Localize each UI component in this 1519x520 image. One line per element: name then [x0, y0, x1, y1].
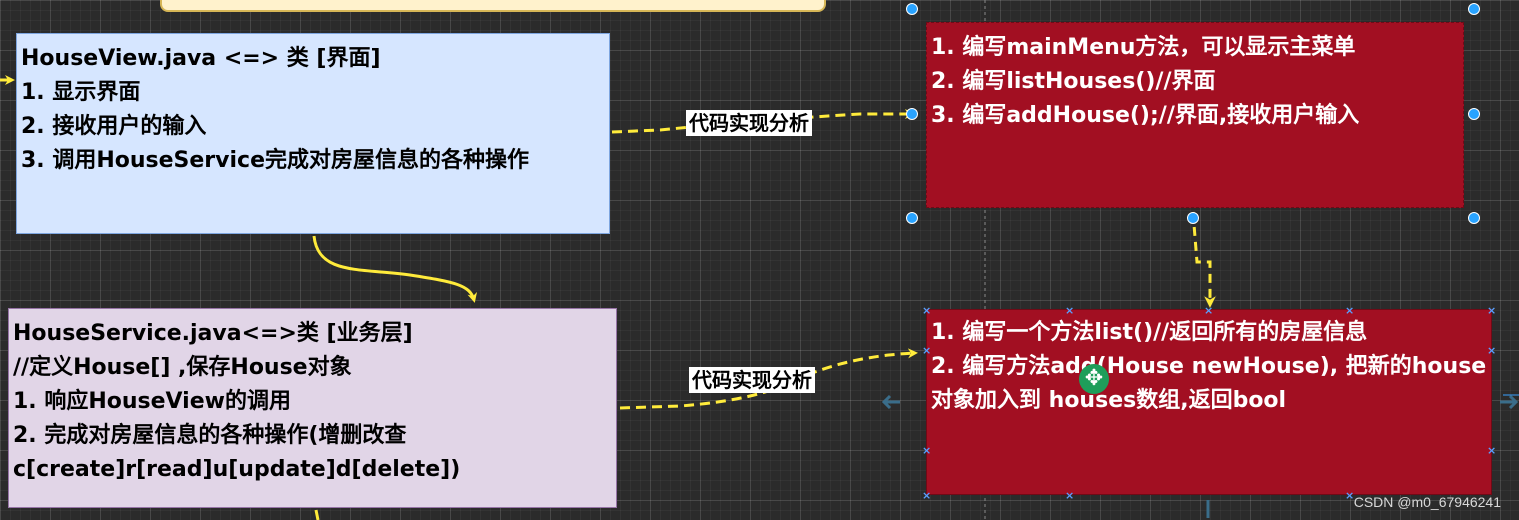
service-code-line-2: 2. 编写方法add(House newHouse), 把新的house对象加入… — [931, 354, 1487, 413]
ghost-arrow-right — [1500, 394, 1519, 410]
connection-point-marker: × — [922, 344, 932, 357]
view-code-line-1: 1. 编写mainMenu方法，可以显示主菜单 — [931, 35, 1356, 60]
resize-handle-top-left[interactable] — [906, 3, 918, 15]
connection-point-marker: × — [1065, 304, 1075, 317]
connection-point-marker: × — [1487, 344, 1497, 357]
service-box-line-2: //定义House[] ,保存House对象 — [13, 355, 352, 380]
resize-handle-bottom-right[interactable] — [1468, 212, 1480, 224]
connection-point-marker: × — [922, 489, 932, 502]
connection-point-marker: × — [1487, 304, 1497, 317]
connection-point-marker: × — [1345, 304, 1355, 317]
resize-handle-bottom-mid[interactable] — [1187, 212, 1199, 224]
bottom-stub-edge[interactable] — [314, 509, 320, 520]
resize-handle-bottom-left[interactable] — [906, 212, 918, 224]
service-box-line-4: 2. 完成对房屋信息的各种操作(增删改查 — [13, 423, 407, 448]
service-box-line-1: HouseService.java<=>类 [业务层] — [13, 321, 413, 346]
resize-handle-mid-left[interactable] — [906, 108, 918, 120]
connection-point-marker: × — [1345, 489, 1355, 502]
resize-handle-top-right[interactable] — [1468, 3, 1480, 15]
view-code-analysis-box[interactable]: 1. 编写mainMenu方法，可以显示主菜单 2. 编写listHouses(… — [926, 22, 1464, 208]
view-to-service-edge[interactable] — [312, 235, 478, 303]
connection-point-marker: × — [1065, 489, 1075, 502]
service-box-line-3: 1. 响应HouseView的调用 — [13, 389, 291, 414]
top-partial-box[interactable] — [160, 0, 826, 12]
edge-label-service-to-code[interactable]: 代码实现分析 — [689, 367, 815, 393]
code-to-code-edge[interactable] — [1191, 211, 1210, 302]
house-view-box[interactable]: HouseView.java <=> 类 [界面] 1. 显示界面 2. 接收用… — [16, 33, 610, 234]
move-cursor-icon: ✥ — [1079, 364, 1109, 394]
connection-point-marker: × — [1204, 304, 1214, 317]
connection-point-marker: × — [922, 304, 932, 317]
view-box-line-3: 2. 接收用户的输入 — [21, 114, 207, 139]
view-box-line-4: 3. 调用HouseService完成对房屋信息的各种操作 — [21, 148, 529, 173]
edge-label-view-to-code[interactable]: 代码实现分析 — [686, 110, 812, 136]
view-box-line-1: HouseView.java <=> 类 [界面] — [21, 46, 381, 71]
service-box-line-5: c[create]r[read]u[update]d[delete]) — [13, 457, 461, 482]
view-box-line-2: 1. 显示界面 — [21, 80, 141, 105]
connection-point-marker: × — [922, 444, 932, 457]
service-code-analysis-box[interactable]: 1. 编写一个方法list()//返回所有的房屋信息 2. 编写方法add(Ho… — [926, 309, 1492, 495]
connection-point-marker: × — [1487, 444, 1497, 457]
house-service-box[interactable]: HouseService.java<=>类 [业务层] //定义House[] … — [8, 308, 617, 508]
ghost-arrow-left — [881, 394, 900, 410]
watermark: CSDN @m0_67946241 — [1353, 494, 1501, 510]
view-code-line-2: 2. 编写listHouses()//界面 — [931, 69, 1216, 94]
resize-handle-mid-right[interactable] — [1468, 108, 1480, 120]
view-code-line-3: 3. 编写addHouse();//界面,接收用户输入 — [931, 103, 1360, 128]
service-code-line-1: 1. 编写一个方法list()//返回所有的房屋信息 — [931, 320, 1368, 345]
